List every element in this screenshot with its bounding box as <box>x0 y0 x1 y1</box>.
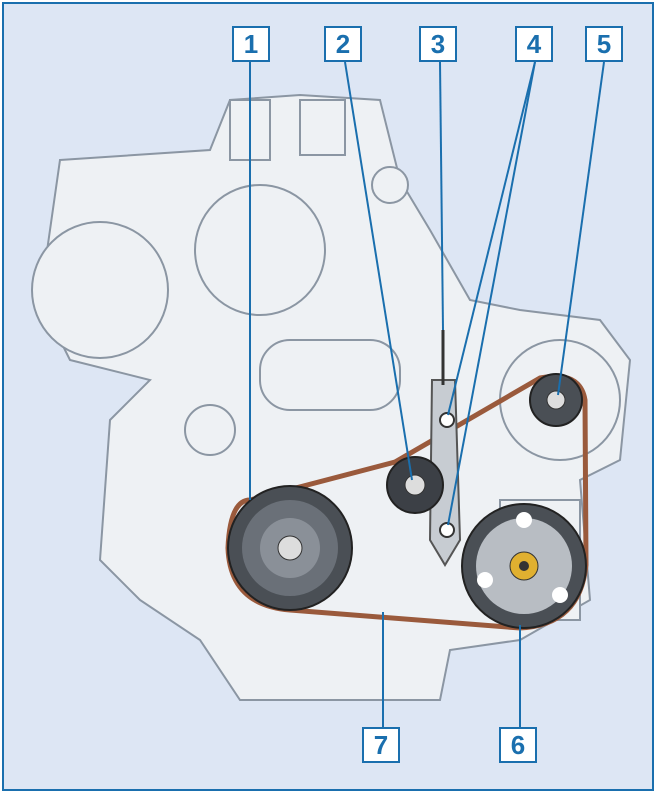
leader-lines <box>249 61 605 727</box>
callout-7: 7 <box>362 727 400 763</box>
callout-2: 2 <box>324 26 362 62</box>
alternator-pulley <box>529 373 583 427</box>
callout-6: 6 <box>499 727 537 763</box>
tensioner-pulley <box>386 456 444 514</box>
callout-4: 4 <box>515 26 553 62</box>
callout-5: 5 <box>585 26 623 62</box>
ac-compressor-pulley <box>461 503 587 629</box>
callout-1: 1 <box>232 26 270 62</box>
callout-3: 3 <box>419 26 457 62</box>
crankshaft-pulley <box>227 485 353 611</box>
tensioner-bracket <box>428 330 462 567</box>
